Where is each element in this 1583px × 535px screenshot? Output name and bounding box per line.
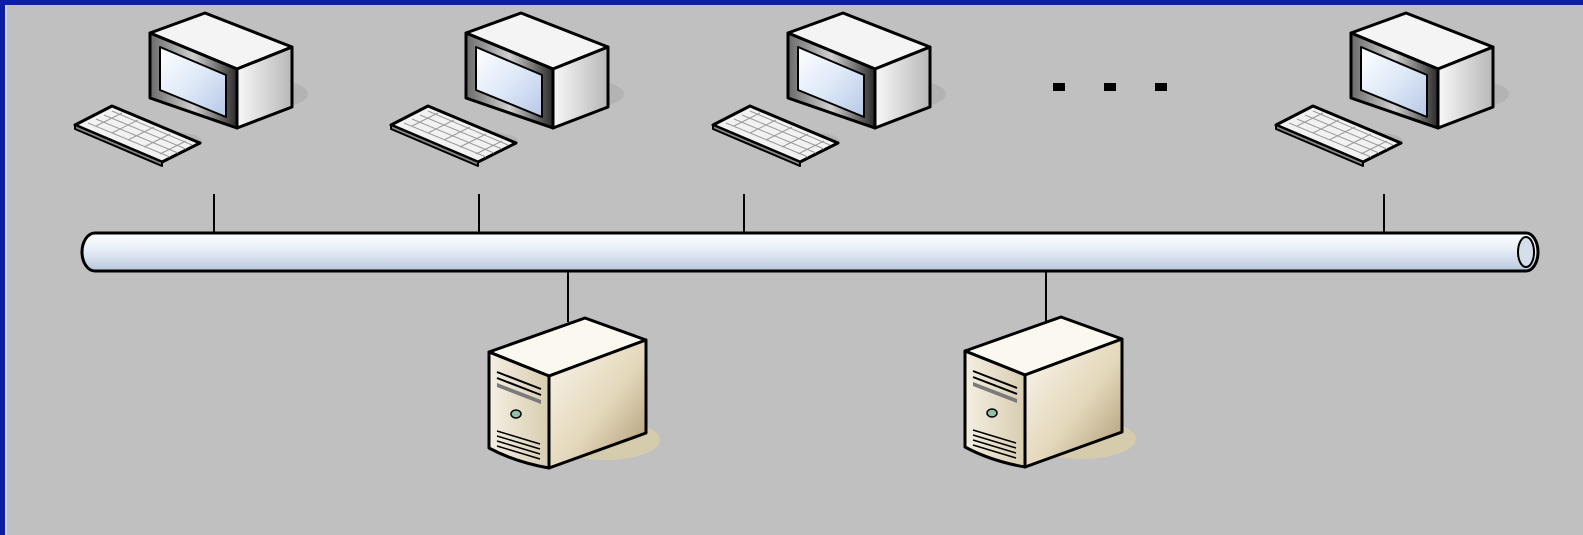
network-bus-cable <box>80 231 1540 273</box>
bus-cable-end <box>1517 236 1535 268</box>
more-workstations-ellipsis <box>1053 83 1167 91</box>
workstation-drop-lines <box>213 194 1385 233</box>
server-drop-lines <box>567 270 1047 322</box>
